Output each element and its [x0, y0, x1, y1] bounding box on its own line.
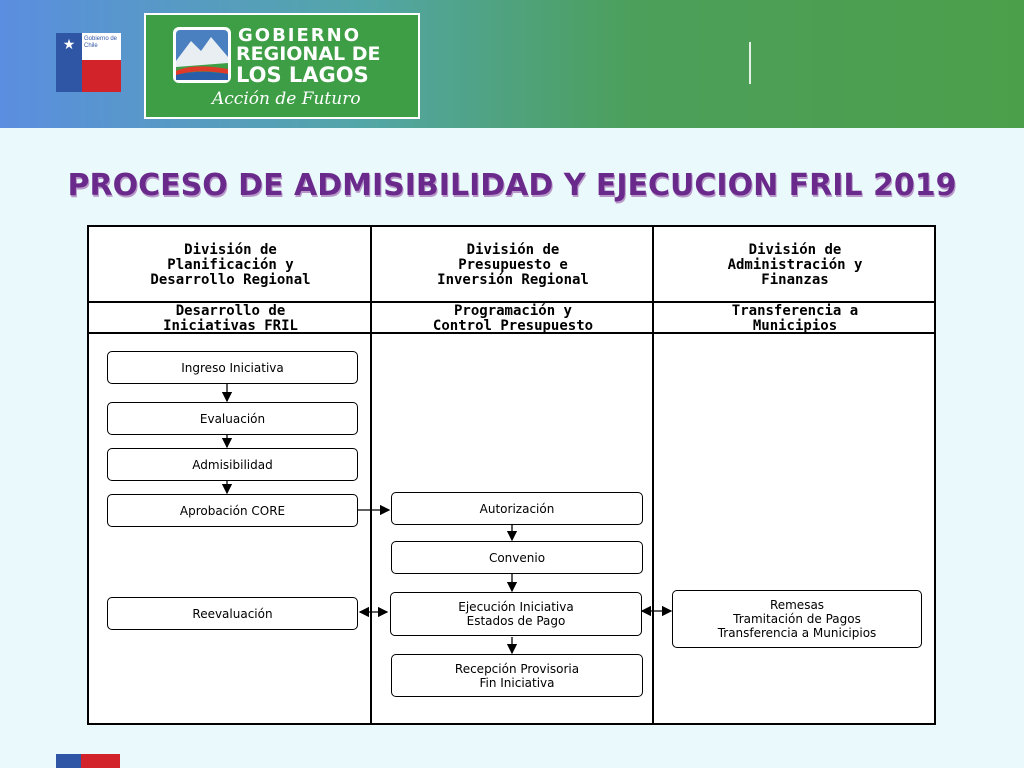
- step-evaluacion: Evaluación: [107, 402, 358, 435]
- step-admisibilidad: Admisibilidad: [107, 448, 358, 481]
- division-header-administracion: División de Administración y Finanzas: [727, 242, 863, 288]
- column-divider: [652, 227, 654, 723]
- step-reevaluacion: Reevaluación: [107, 597, 358, 630]
- row-divider: [89, 301, 934, 303]
- chile-logo-text: Gobierno de Chile: [84, 36, 118, 49]
- area-header-programacion: Programación y Control Presupuesto: [432, 303, 594, 334]
- logo-line-1: GOBIERNO: [238, 25, 362, 46]
- division-header-planificacion: División de Planificación y Desarrollo R…: [150, 242, 311, 288]
- area-header-transferencia: Transferencia a Municipios: [731, 303, 859, 334]
- division-header-presupuesto: División de Presupuesto e Inversión Regi…: [437, 242, 589, 288]
- logo-slogan: Acción de Futuro: [212, 89, 361, 109]
- step-aprobacion-core: Aprobación CORE: [107, 494, 358, 527]
- step-autorizacion: Autorización: [391, 492, 643, 525]
- gobierno-de-chile-logo: ★ Gobierno de Chile: [56, 33, 121, 92]
- gobierno-regional-logo: GOBIERNO REGIONAL DE LOS LAGOS Acción de…: [144, 13, 420, 119]
- header-divider: [749, 42, 751, 84]
- mountain-emblem-icon: [173, 27, 231, 83]
- header-banner: ★ Gobierno de Chile GOBIERNO REGIONAL DE…: [0, 0, 1024, 128]
- area-header-desarrollo: Desarrollo de Iniciativas FRIL: [163, 303, 298, 334]
- footer-flag: [56, 754, 120, 768]
- step-convenio: Convenio: [391, 541, 643, 574]
- star-icon: ★: [62, 37, 76, 53]
- flow-arrows: [221, 384, 673, 655]
- column-divider: [370, 227, 372, 723]
- row-divider: [89, 332, 934, 334]
- step-ingreso-iniciativa: Ingreso Iniciativa: [107, 351, 358, 384]
- process-diagram: División de Planificación y Desarrollo R…: [87, 225, 936, 725]
- page-title: PROCESO DE ADMISIBILIDAD Y EJECUCION FRI…: [67, 168, 957, 203]
- logo-line-2: REGIONAL DE: [236, 43, 381, 65]
- logo-line-3: LOS LAGOS: [236, 63, 369, 87]
